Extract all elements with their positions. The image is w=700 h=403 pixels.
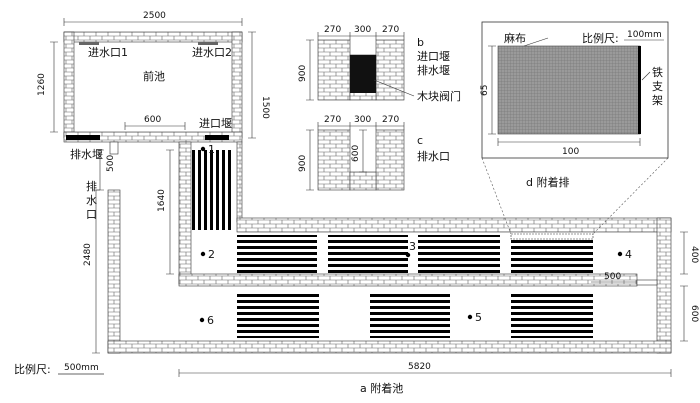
iron-frame-label-1: 铁	[652, 66, 663, 79]
inset-b-dims	[306, 32, 405, 101]
dim-outlet: 500	[106, 155, 116, 172]
dim-c-w2: 300	[354, 115, 371, 125]
dim-fore-right: 1500	[260, 96, 270, 119]
scale-inset-length: 100mm	[627, 30, 662, 40]
point-4: 4	[625, 248, 632, 261]
dim-fore-width: 2500	[143, 11, 166, 21]
wood-valve	[350, 55, 376, 93]
inset-d-dims	[488, 39, 664, 146]
dim-b-w1: 270	[324, 25, 341, 35]
main-dim-lines	[92, 149, 688, 377]
dim-total: 5820	[408, 362, 431, 372]
inset-d	[481, 21, 669, 235]
caption-c-line1: 排水口	[417, 149, 450, 163]
dim-gap: 500	[604, 272, 621, 282]
caption-b-letter: b	[417, 36, 424, 49]
point-2: 2	[208, 248, 215, 261]
dim-fore-left: 1260	[37, 73, 47, 96]
inlet2-label: 进水口2	[192, 46, 232, 59]
point-6: 6	[207, 314, 214, 327]
inlet-weir-bar	[205, 135, 229, 140]
burlap-label: 麻布	[504, 31, 526, 45]
attachment-mats	[192, 150, 594, 338]
drain-weir-label: 排水堰	[70, 147, 103, 161]
dim-weir: 600	[144, 115, 161, 125]
outlet-label-1: 排	[86, 179, 97, 193]
dim-left-wall: 2480	[83, 243, 93, 266]
caption-c-letter: c	[417, 134, 423, 147]
dim-b-w3: 270	[382, 25, 399, 35]
iron-frame-label-2: 支	[652, 80, 663, 93]
inset-b	[317, 39, 415, 101]
inlet-weir-label: 进口堰	[199, 117, 232, 130]
dim-b-h: 900	[298, 65, 308, 82]
drain-weir-bar	[66, 135, 100, 140]
dim-right-upper: 400	[689, 246, 699, 263]
caption-a: a 附着池	[360, 381, 403, 395]
point-3: 3	[409, 240, 416, 253]
dim-channel: 1640	[157, 189, 167, 212]
scale-main-length: 500mm	[64, 363, 99, 373]
dim-c-h: 900	[298, 155, 308, 172]
dim-right-lower: 600	[689, 305, 699, 322]
wood-valve-label: 木块阀门	[417, 89, 461, 103]
inset-c	[317, 129, 405, 191]
iron-frame-label-3: 架	[652, 94, 663, 107]
point-5: 5	[475, 311, 482, 324]
inlet1-label: 进水口1	[88, 46, 128, 59]
inset-c-dims	[306, 122, 405, 191]
dim-c-slot: 600	[351, 145, 361, 162]
fore-dim-lines	[50, 18, 256, 139]
outlet-label-3: 口	[86, 208, 97, 221]
iron-frame-bar	[638, 46, 641, 134]
main-pond-walls	[107, 141, 672, 354]
caption-d: d 附着排	[526, 175, 569, 189]
caption-b-line1: 进口堰	[417, 50, 450, 63]
scale-main-label: 比例尺:	[14, 362, 51, 376]
caption-b-line2: 排水堰	[417, 63, 450, 77]
dim-c-w1: 270	[324, 115, 341, 125]
outlet-label-2: 水	[86, 194, 97, 207]
fore-pond-label: 前池	[143, 69, 165, 83]
scale-inset-label: 比例尺:	[582, 31, 619, 45]
fore-pond	[63, 31, 243, 143]
dim-c-w3: 270	[382, 115, 399, 125]
sample-points	[199, 146, 623, 323]
dim-d-w: 100	[562, 147, 579, 157]
dim-d-h: 65	[480, 85, 490, 96]
dim-b-w2: 300	[354, 25, 371, 35]
point-1: 1	[208, 143, 215, 156]
